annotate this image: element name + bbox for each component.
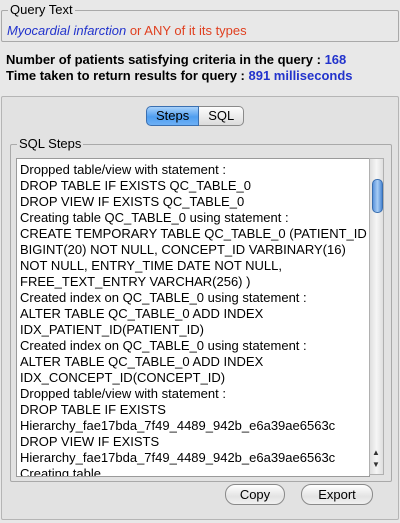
sql-steps-group: SQL Steps Dropped table/view with statem…: [10, 136, 392, 482]
sql-step-line: CREATE TEMPORARY TABLE QC_TABLE_0 (PATIE…: [20, 226, 367, 241]
sql-step-line: DROP VIEW IF EXISTS: [20, 434, 160, 449]
sql-step-line: IDX_PATIENT_ID(PATIENT_ID): [20, 322, 204, 337]
query-time-value: 891 milliseconds: [248, 68, 353, 83]
sql-step-line: Created index on QC_TABLE_0 using statem…: [20, 290, 307, 305]
query-time-label: Time taken to return results for query :: [6, 68, 249, 83]
query-text-group: Query Text Myocardial infarction or ANY …: [1, 2, 399, 42]
vertical-scrollbar[interactable]: ▲ ▼: [369, 158, 384, 475]
sql-step-line: Hierarchy_fae17bda_7f49_4489_942b_e6a39a…: [20, 418, 336, 433]
tab-steps[interactable]: Steps: [146, 106, 200, 126]
sql-step-line: BIGINT(20) NOT NULL, CONCEPT_ID VARBINAR…: [20, 242, 346, 257]
sql-step-line: Creating table: [20, 466, 101, 477]
sql-step-line: NOT NULL, ENTRY_TIME DATE NOT NULL,: [20, 258, 282, 273]
sql-step-line: Creating table QC_TABLE_0 using statemen…: [20, 210, 289, 225]
sql-step-line: Hierarchy_fae17bda_7f49_4489_942b_e6a39a…: [20, 450, 336, 465]
query-text: Myocardial infarction or ANY of it its t…: [7, 23, 247, 38]
query-concept: Myocardial infarction: [7, 23, 127, 38]
sql-step-line: DROP VIEW IF EXISTS QC_TABLE_0: [20, 194, 245, 209]
patient-count-value: 168: [324, 52, 347, 67]
sql-step-line: IDX_CONCEPT_ID(CONCEPT_ID): [20, 370, 226, 385]
view-tabs: Steps SQL: [146, 106, 245, 126]
sql-step-line: Dropped table/view with statement :: [20, 386, 226, 401]
sql-step-line: DROP TABLE IF EXISTS: [20, 402, 166, 417]
triangle-up-icon[interactable]: ▲: [372, 448, 380, 457]
sql-step-line: DROP TABLE IF EXISTS QC_TABLE_0: [20, 178, 251, 193]
sql-steps-textarea[interactable]: Dropped table/view with statement :DROP …: [16, 158, 370, 477]
sql-steps-lines: Dropped table/view with statement :DROP …: [20, 162, 367, 477]
copy-button[interactable]: Copy: [225, 484, 285, 505]
sql-step-line: FREE_TEXT_ENTRY VARCHAR(256) ): [20, 274, 251, 289]
tab-sql[interactable]: SQL: [199, 106, 245, 126]
sql-step-line: Dropped table/view with statement :: [20, 162, 226, 177]
export-button[interactable]: Export: [301, 484, 373, 505]
sql-step-line: ALTER TABLE QC_TABLE_0 ADD INDEX: [20, 354, 264, 369]
query-time-line: Time taken to return results for query :…: [6, 68, 353, 83]
query-qualifier: or ANY of it its types: [126, 23, 247, 38]
patient-count-line: Number of patients satisfying criteria i…: [6, 52, 346, 67]
query-text-legend: Query Text: [8, 2, 75, 17]
sql-step-line: Created index on QC_TABLE_0 using statem…: [20, 338, 307, 353]
sql-step-line: ALTER TABLE QC_TABLE_0 ADD INDEX: [20, 306, 264, 321]
scrollbar-thumb[interactable]: [372, 179, 383, 213]
triangle-down-icon[interactable]: ▼: [372, 460, 380, 469]
patient-count-label: Number of patients satisfying criteria i…: [6, 52, 325, 67]
sql-steps-legend: SQL Steps: [17, 136, 84, 151]
